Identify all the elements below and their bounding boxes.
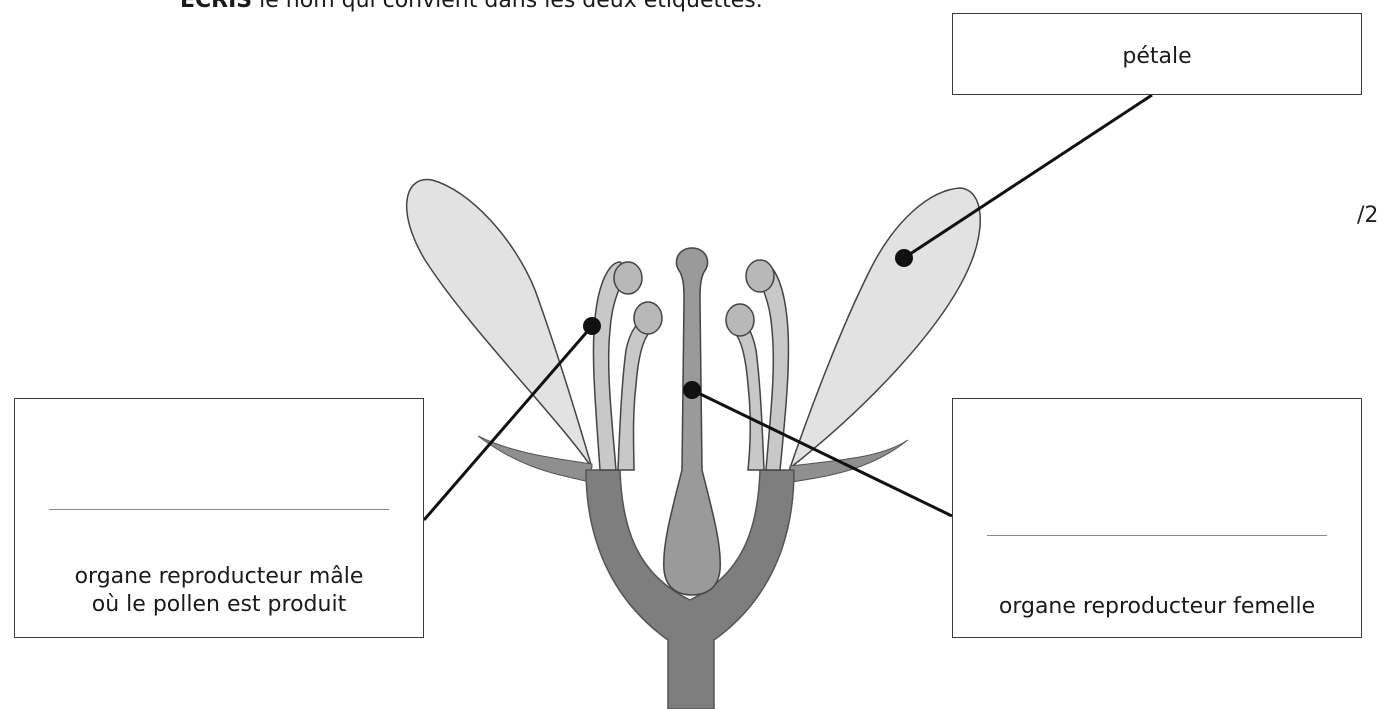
anther-left-inner <box>634 302 662 334</box>
petal-pointer-dot <box>895 249 913 267</box>
pistil <box>664 248 721 595</box>
left-petal <box>407 180 592 468</box>
label-box-petal: pétale <box>952 13 1362 95</box>
petal-label: pétale <box>953 44 1361 69</box>
anther-right-inner <box>726 304 754 336</box>
male-organ-description: organe reproducteur mâle où le pollen es… <box>15 563 423 619</box>
answer-line-female[interactable] <box>987 535 1327 536</box>
male-description-line2: où le pollen est produit <box>15 591 423 619</box>
label-box-male-organ: organe reproducteur mâle où le pollen es… <box>14 398 424 638</box>
male-description-line1: organe reproducteur mâle <box>15 563 423 591</box>
anther-left-outer <box>614 262 642 294</box>
leader-line-petal <box>904 95 1152 258</box>
stamen-pointer-dot <box>583 317 601 335</box>
label-box-female-organ: organe reproducteur femelle <box>952 398 1362 638</box>
anther-right-outer <box>746 260 774 292</box>
answer-line-male[interactable] <box>49 509 389 510</box>
stamen-right-inner <box>734 320 764 470</box>
female-organ-description: organe reproducteur femelle <box>953 593 1361 621</box>
pistil-pointer-dot <box>683 381 701 399</box>
stamen-left-inner <box>618 320 650 470</box>
